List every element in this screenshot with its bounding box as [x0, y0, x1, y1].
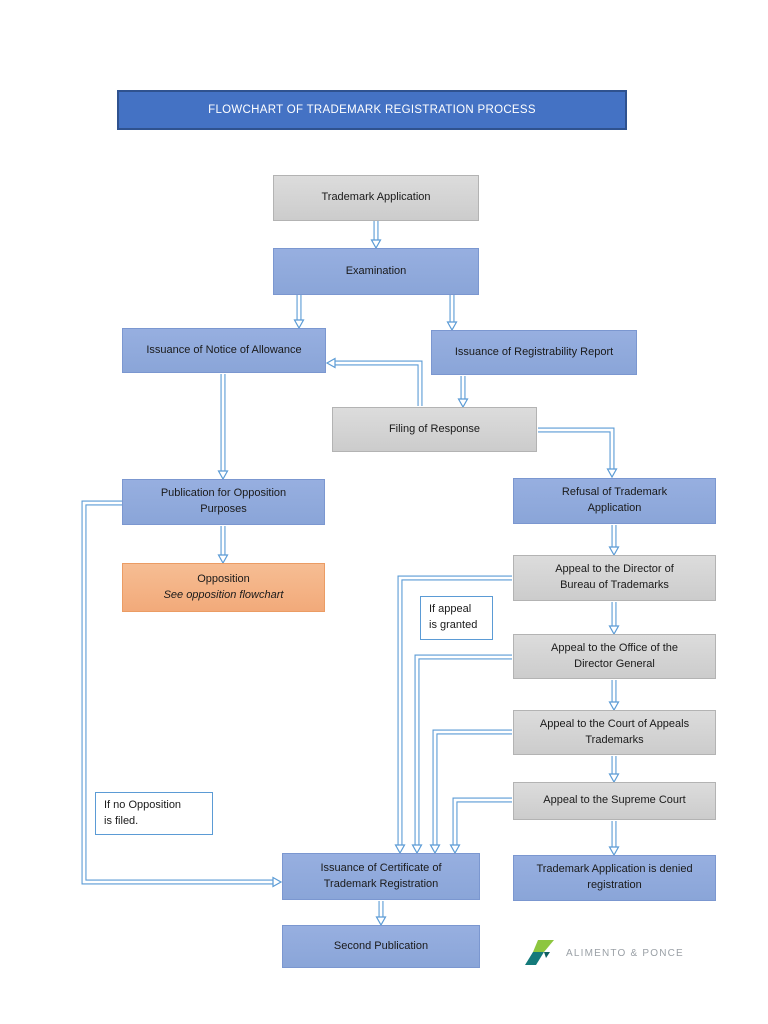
- node-trademark-application: Trademark Application: [273, 175, 479, 221]
- node-opposition: Opposition See opposition flowchart: [122, 563, 325, 612]
- node-application-denied: Trademark Application is denied registra…: [513, 855, 716, 901]
- node-appeal-court-of-appeals: Appeal to the Court of Appeals Trademark…: [513, 710, 716, 755]
- logo-text: ALIMENTO & PONCE: [566, 947, 684, 959]
- node-issuance-registrability-report: Issuance of Registrability Report: [431, 330, 637, 375]
- flowchart-title: FLOWCHART OF TRADEMARK REGISTRATION PROC…: [117, 90, 627, 130]
- node-publication-for-opposition: Publication for Opposition Purposes: [122, 479, 325, 525]
- node-examination: Examination: [273, 248, 479, 295]
- node-issuance-certificate: Issuance of Certificate of Trademark Reg…: [282, 853, 480, 900]
- opposition-note: See opposition flowchart: [163, 588, 284, 601]
- node-refusal-of-trademark-application: Refusal of Trademark Application: [513, 478, 716, 524]
- node-appeal-office-director-general: Appeal to the Office of the Director Gen…: [513, 634, 716, 679]
- node-second-publication: Second Publication: [282, 925, 480, 968]
- node-issuance-notice-of-allowance: Issuance of Notice of Allowance: [122, 328, 326, 373]
- node-appeal-supreme-court: Appeal to the Supreme Court: [513, 782, 716, 820]
- node-filing-of-response: Filing of Response: [332, 407, 537, 452]
- node-appeal-director-bureau: Appeal to the Director of Bureau of Trad…: [513, 555, 716, 601]
- callout-if-no-opposition: If no Opposition is filed.: [95, 792, 213, 835]
- callout-if-appeal-granted: If appeal is granted: [420, 596, 493, 640]
- company-logo: ALIMENTO & PONCE: [524, 938, 684, 968]
- alimento-ponce-logo-icon: [525, 940, 554, 965]
- opposition-label: Opposition: [197, 572, 250, 585]
